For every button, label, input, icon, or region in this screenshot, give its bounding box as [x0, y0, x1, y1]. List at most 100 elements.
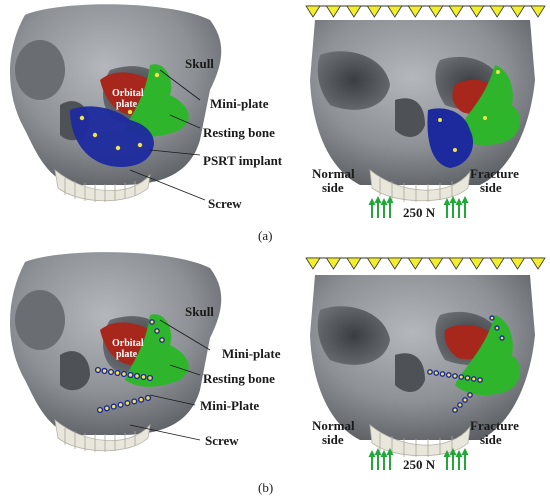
arrow-head-icon [386, 448, 394, 455]
mini-plate-ring-icon [127, 371, 134, 379]
mini-plate-ring-icon [149, 319, 155, 325]
mini-plate-ring-icon [462, 397, 468, 403]
screw-icon [496, 70, 500, 74]
arrow-head-icon [455, 450, 463, 457]
mini-plate-ring-icon [154, 328, 160, 334]
arrow-head-icon [368, 450, 376, 457]
yellow-triangle-icon [325, 5, 342, 18]
mini-plate-ring-icon [107, 368, 115, 376]
mini-plate-ring-icon [452, 373, 458, 379]
yellow-triangle-icon [387, 5, 403, 18]
label-screw: Screw [205, 433, 239, 448]
label-normal-side-1: Normal [312, 418, 355, 433]
yellow-triangle-icon [509, 5, 526, 18]
mini-plate-ring-icon [144, 394, 152, 402]
teeth [369, 424, 471, 457]
yellow-triangle-icon [346, 257, 362, 270]
mini-plate-ring-icon [470, 376, 477, 382]
label-mini-plate: Mini-plate [210, 96, 269, 111]
mini-plate-ring-icon [110, 403, 117, 410]
mini-plate-ring-icon [133, 372, 141, 380]
arrow-head-icon [461, 448, 469, 455]
mini-plate-ring-icon [494, 325, 500, 331]
label-resting-bone: Resting bone [203, 371, 275, 386]
yellow-triangle-icon [407, 257, 424, 270]
teeth [369, 169, 471, 202]
arrow-head-icon [449, 196, 457, 203]
yellow-triangle-icon [366, 5, 383, 18]
panel-a-left: Skull Orbital plate Mini-plate Resting b… [10, 4, 283, 211]
arrow-head-icon [455, 198, 463, 205]
label-mini-plate-bottom: Mini-Plate [200, 398, 259, 413]
mini-plate-ring-icon [467, 392, 473, 398]
yellow-triangle-icon [489, 5, 505, 18]
arrow-head-icon [449, 448, 457, 455]
arrow-head-icon [368, 198, 376, 205]
screw-icon [483, 116, 487, 120]
resting-bone [125, 314, 189, 387]
yellow-triangle-icon [305, 5, 321, 18]
screw-icon [154, 72, 160, 78]
yellow-triangle-icon [489, 257, 505, 270]
leader-lines [129, 69, 206, 201]
mini-plate-ring-icon [96, 406, 104, 414]
mini-plate-ring-icon [458, 374, 465, 380]
screws [79, 72, 160, 151]
screw-icon [92, 132, 98, 138]
yellow-triangle-icon [530, 5, 546, 18]
arrow-head-icon [443, 450, 451, 457]
mini-plate-ring-icon [120, 370, 128, 378]
yellow-triangle-icon [530, 257, 546, 270]
arrow-head-icon [461, 196, 469, 203]
mini-plate-ring-icon [427, 369, 433, 375]
yellow-triangle-icon [468, 5, 485, 18]
yellow-triangle-icon [509, 257, 526, 270]
yellow-triangle-icon [407, 5, 424, 18]
screw-icon [453, 148, 457, 152]
mini-plate-ring-icon [146, 374, 154, 382]
force-arrows-left [368, 448, 394, 470]
label-skull: Skull [185, 304, 214, 319]
resting-bone [455, 315, 521, 396]
label-fracture-side-1: Fracture [470, 166, 519, 181]
mini-plate-ring-icon [94, 366, 102, 374]
arrow-head-icon [374, 196, 382, 203]
label-resting-bone: Resting bone [203, 125, 275, 140]
force-arrows-left [368, 196, 394, 218]
arrow-head-icon [386, 196, 394, 203]
screw-icon [137, 142, 143, 148]
screw-icon [127, 109, 133, 115]
force-arrows-right [443, 448, 469, 470]
mini-plate-ring-icon [138, 396, 145, 403]
label-skull: Skull [185, 56, 214, 71]
yellow-triangle-icon [448, 5, 464, 18]
arrow-head-icon [380, 198, 388, 205]
force-arrows-right [443, 196, 469, 218]
yellow-triangle-icon [305, 257, 321, 270]
label-fracture-side-2: side [480, 432, 502, 447]
mini-plate-ring-icon [457, 402, 463, 408]
leader-lines [129, 319, 211, 441]
caption-a: (a) [258, 228, 272, 243]
screw-icon [79, 115, 85, 121]
mini-plate-ring-icon [433, 370, 440, 376]
yellow-triangle-icon [387, 257, 403, 270]
label-fracture-side-2: side [480, 180, 502, 195]
mini-plate-ring-icon [117, 401, 124, 408]
mini-plate-chain [94, 319, 165, 414]
mini-plate-ring-icon [489, 315, 495, 321]
label-orbital-plate-1: Orbital [112, 88, 144, 99]
yellow-triangle-icon [448, 257, 464, 270]
screw-icon [438, 118, 442, 122]
fixed-supports [305, 257, 546, 270]
label-normal-side-2: side [322, 180, 344, 195]
arrow-head-icon [374, 448, 382, 455]
label-mini-plate-top: Mini-plate [222, 346, 281, 361]
mini-plate-ring-icon [477, 377, 483, 383]
label-normal-side-1: Normal [312, 166, 355, 181]
resting-bone [455, 65, 521, 146]
psrt-implant [70, 106, 154, 167]
yellow-triangle-icon [325, 257, 342, 270]
mini-plate-ring-icon [445, 372, 452, 378]
label-psrt-implant: PSRT implant [203, 153, 283, 168]
